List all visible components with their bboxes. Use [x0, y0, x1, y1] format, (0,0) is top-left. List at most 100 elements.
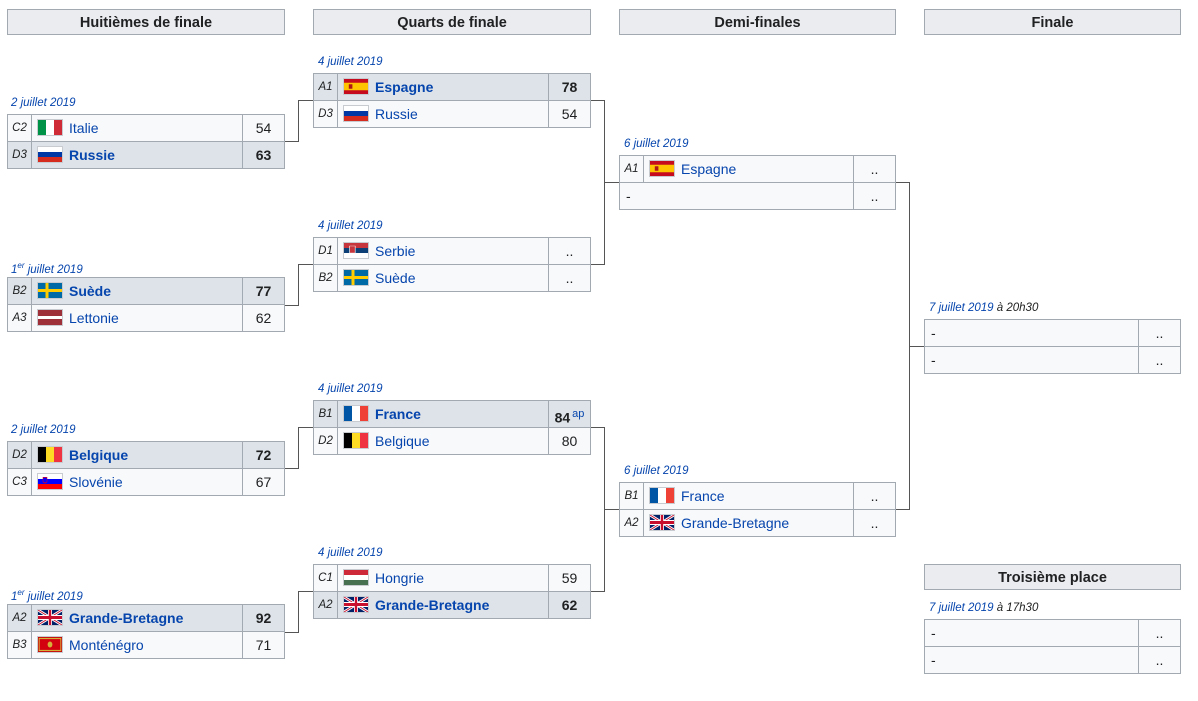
round-header-r16: Huitièmes de finale: [7, 9, 285, 35]
russia-flag: [343, 105, 369, 122]
team-link[interactable]: Lettonie: [33, 305, 119, 331]
match-r16-1: C2 Italie 54 D3 Russie 63: [7, 114, 285, 169]
team-name: Espagne: [681, 161, 737, 177]
bracket-line: [298, 427, 299, 469]
team-row: D1 Serbie ..: [313, 237, 591, 264]
match-date[interactable]: 2 juillet 2019: [11, 424, 76, 436]
match-date[interactable]: 1er juillet 2019: [11, 588, 83, 603]
date-sup: er: [17, 261, 25, 270]
russia-flag: [37, 146, 63, 163]
match-final: - .. - ..: [924, 319, 1181, 374]
round-header-sf: Demi-finales: [619, 9, 896, 35]
bracket-line: [591, 591, 605, 592]
team-link[interactable]: Belgique: [339, 428, 430, 454]
montenegro-flag: [37, 636, 63, 653]
match-date[interactable]: 4 juillet 2019: [318, 547, 383, 559]
team-row: B2 Suède ..: [313, 264, 591, 292]
spain-flag: [649, 160, 675, 177]
team-link[interactable]: Belgique: [33, 442, 128, 468]
team-link[interactable]: Grande-Bretagne: [33, 605, 183, 631]
team-name: Espagne: [375, 79, 434, 95]
match-date[interactable]: 4 juillet 2019: [318, 383, 383, 395]
team-link[interactable]: Suède: [33, 278, 111, 304]
match-date[interactable]: 4 juillet 2019: [318, 220, 383, 232]
team-row: - ..: [619, 182, 896, 210]
bracket-line: [285, 468, 299, 469]
bracket-line: [896, 509, 910, 510]
team-row: - ..: [924, 346, 1181, 374]
score: 54: [548, 101, 590, 127]
seed: A1: [620, 156, 644, 182]
score: ..: [853, 183, 895, 209]
italy-flag: [37, 119, 63, 136]
team-name: Hongrie: [375, 570, 425, 586]
team-row: A1 Espagne 78: [313, 73, 591, 100]
bracket-line: [591, 100, 605, 101]
match-time: à 17h30: [993, 602, 1039, 614]
latvia-flag: [37, 309, 63, 326]
seed: B3: [8, 632, 32, 658]
team-link[interactable]: France: [645, 483, 725, 509]
seed: C1: [314, 565, 338, 591]
score: ..: [1138, 647, 1180, 673]
team-name: Belgique: [375, 433, 430, 449]
team-link[interactable]: Espagne: [339, 74, 433, 100]
seed: D3: [8, 142, 32, 168]
score: 80: [548, 428, 590, 454]
seed: A2: [8, 605, 32, 631]
team-row: C3 Slovénie 67: [7, 468, 285, 496]
team-link[interactable]: Monténégro: [33, 632, 144, 658]
round-header-qf: Quarts de finale: [313, 9, 591, 35]
score: 67: [242, 469, 284, 495]
team-link[interactable]: Serbie: [339, 238, 415, 264]
team-row: A2 Grande-Bretagne 92: [7, 604, 285, 631]
team-name: Suède: [375, 270, 416, 286]
score: 59: [548, 565, 590, 591]
team-row: - ..: [924, 646, 1181, 674]
spain-flag: [343, 78, 369, 95]
team-link[interactable]: Russie: [339, 101, 418, 127]
score: 71: [242, 632, 284, 658]
seed: A2: [314, 592, 338, 618]
match-qf-1: A1 Espagne 78 D3 Russie 54: [313, 73, 591, 128]
team-link[interactable]: Suède: [339, 265, 415, 291]
seed: D2: [8, 442, 32, 468]
bracket-line: [896, 182, 910, 183]
seed: D2: [314, 428, 338, 454]
seed: C2: [8, 115, 32, 141]
score: ..: [1138, 620, 1180, 646]
match-r16-3: D2 Belgique 72 C3 Slovénie 67: [7, 441, 285, 496]
team-link[interactable]: Slovénie: [33, 469, 123, 495]
bracket-line: [591, 427, 605, 428]
match-date[interactable]: 2 juillet 2019: [11, 97, 76, 109]
match-date[interactable]: 6 juillet 2019: [624, 465, 689, 477]
match-date[interactable]: 1er juillet 2019: [11, 261, 83, 276]
date-link[interactable]: 7 juillet 2019: [929, 302, 994, 314]
team-link[interactable]: Hongrie: [339, 565, 424, 591]
date-link[interactable]: 7 juillet 2019: [929, 602, 994, 614]
date-day: 1: [11, 263, 18, 276]
score: ..: [1138, 320, 1180, 346]
team-link[interactable]: Grande-Bretagne: [645, 510, 789, 536]
belgium-flag: [37, 446, 63, 463]
bracket-line: [604, 509, 619, 510]
team-name: Grande-Bretagne: [69, 610, 184, 626]
team-link[interactable]: Italie: [33, 115, 99, 141]
score: 77: [242, 278, 284, 304]
team-row: D3 Russie 63: [7, 141, 285, 169]
match-date[interactable]: 4 juillet 2019: [318, 56, 383, 68]
round-header-third: Troisième place: [924, 564, 1181, 590]
bracket-line: [285, 632, 299, 633]
bracket-line: [298, 264, 299, 306]
score: 62: [548, 592, 590, 618]
score-note-link[interactable]: ap: [572, 408, 585, 420]
date-day: 1: [11, 590, 18, 603]
score: 63: [242, 142, 284, 168]
team-link[interactable]: Grande-Bretagne: [339, 592, 489, 618]
team-link[interactable]: Espagne: [645, 156, 736, 182]
team-name: France: [375, 406, 421, 422]
match-date[interactable]: 6 juillet 2019: [624, 138, 689, 150]
team-link[interactable]: Russie: [33, 142, 115, 168]
team-link[interactable]: France: [339, 401, 421, 427]
